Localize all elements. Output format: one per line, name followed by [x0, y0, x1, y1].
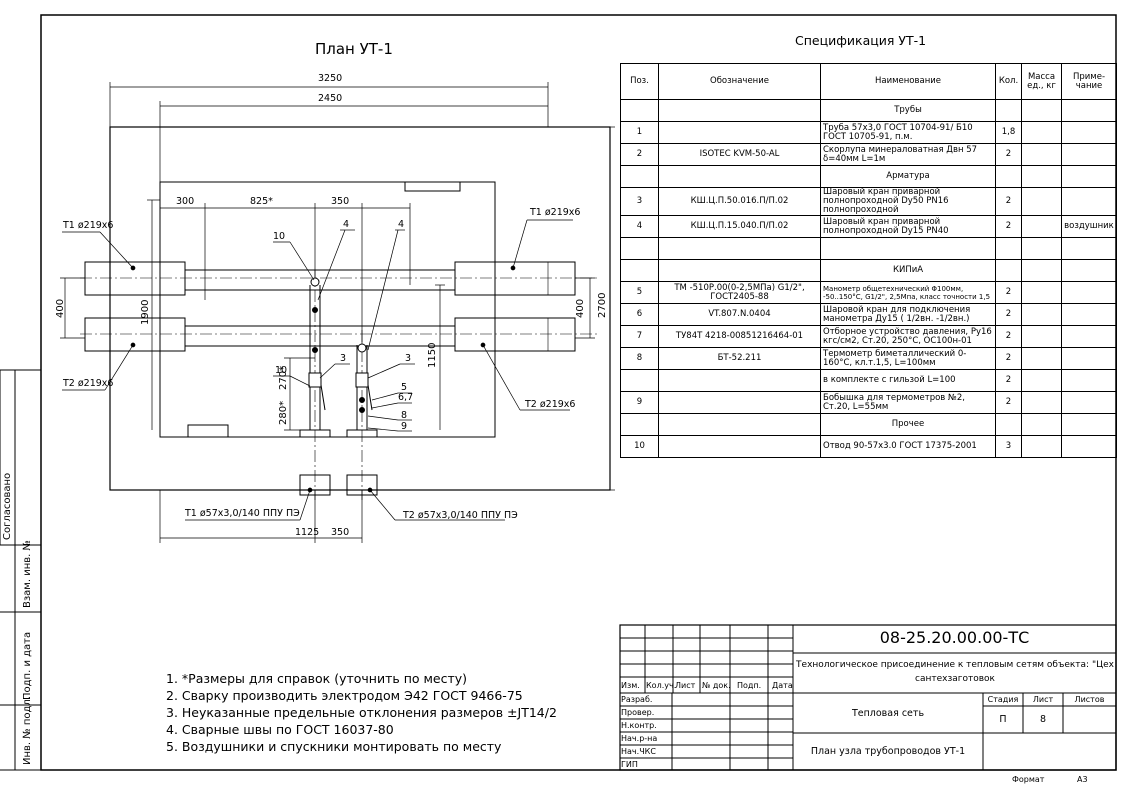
sheets-label: Листов — [1074, 695, 1105, 704]
spec-header-row: Поз. Обозначение Наименование Кол. Масса… — [620, 63, 1117, 100]
note-item: 3. Неуказанные предельные отклонения раз… — [166, 705, 557, 720]
general-notes: 1. *Размеры для справок (уточнить по мес… — [166, 670, 557, 755]
callout-3-right: 3 — [405, 353, 412, 364]
side-agreed: Согласовано — [2, 472, 13, 540]
stage-value: П — [999, 714, 1007, 725]
dim-400-left: 400 — [55, 298, 66, 318]
dim-1150: 1150 — [427, 342, 438, 368]
callout-5: 5 — [401, 382, 408, 393]
sheet-value: 8 — [1039, 714, 1047, 725]
document-code: 08-25.20.00.00-ТС — [879, 628, 1030, 647]
label-t2-left: Т2 ø219x6 — [63, 378, 114, 389]
callout-10-bottom: 10 — [275, 365, 288, 376]
col-sign: Подп. — [737, 681, 762, 690]
dim-1900: 1900 — [140, 299, 151, 325]
col-note: Приме- чание — [1061, 63, 1117, 100]
section-kipia: КИПиА — [820, 259, 996, 282]
hatch-bottom — [187, 424, 229, 438]
stage-label: Стадия — [987, 695, 1019, 704]
callout-10-top: 10 — [273, 231, 286, 242]
main-pipes — [80, 261, 600, 352]
dim-2700: 2700 — [597, 292, 608, 318]
callout-3-left: 3 — [340, 353, 347, 364]
spec-table: Поз. Обозначение Наименование Кол. Масса… — [620, 63, 1117, 458]
dimensions — [60, 82, 615, 543]
dim-400-right: 400 — [575, 298, 586, 318]
col-list: Лист — [675, 681, 696, 690]
object-name: Технологическое присоединение к тепловым… — [796, 660, 1114, 684]
col-name: Наименование — [820, 63, 996, 100]
chamber-inner-wall — [159, 181, 496, 438]
label-t1-right: Т1 ø219x6 — [530, 207, 581, 218]
role-checker: Провер. — [621, 708, 655, 717]
note-item: 4. Сварные швы по ГОСТ 16037-80 — [166, 722, 394, 737]
sheet-label: Лист — [1032, 695, 1054, 704]
col-mass: Масса ед., кг — [1021, 63, 1062, 100]
side-inv-replace: Взам. инв. № — [22, 540, 33, 608]
side-stamp — [0, 369, 41, 771]
dim-350-top: 350 — [331, 196, 350, 207]
note-item: 2. Сварку производить электродом Э42 ГОС… — [166, 688, 523, 703]
callout-4-right: 4 — [398, 219, 405, 230]
chamber-outer-wall — [109, 126, 611, 491]
label-t1-left: Т1 ø219x6 — [63, 220, 114, 231]
role-chks-head: Нач.ЧКС — [621, 747, 656, 756]
role-chief-engineer: ГИП — [621, 760, 638, 769]
role-area-head: Нач.р-на — [621, 734, 658, 743]
section-other: Прочее — [820, 413, 996, 436]
side-inv-orig: Инв. № подл. — [22, 696, 33, 765]
side-sign-date: Подп. и дата — [22, 631, 33, 700]
dim-280: 280* — [278, 400, 289, 425]
dim-350-bottom: 350 — [331, 527, 350, 538]
col-doc: № док. — [702, 681, 731, 690]
dim-2450: 2450 — [318, 93, 343, 104]
col-designation: Обозначение — [658, 63, 821, 100]
hatch-top — [404, 181, 461, 192]
callout-8: 8 — [401, 410, 408, 421]
dim-3250: 3250 — [318, 73, 343, 84]
callout-4-left: 4 — [343, 219, 350, 230]
format-label: Формат — [1012, 775, 1045, 784]
label-t2-right: Т2 ø219x6 — [525, 399, 576, 410]
plan-title: План УТ-1 — [315, 40, 393, 58]
col-qty: Кол. — [995, 63, 1022, 100]
label-t2-bottom: Т2 ø57x3,0/140 ППУ ПЭ — [403, 510, 518, 521]
col-pos: Поз. — [620, 63, 659, 100]
branch-pipes — [299, 270, 378, 500]
spec-title: Спецификация УТ-1 — [795, 33, 927, 48]
dim-300: 300 — [176, 196, 195, 207]
role-developer: Разраб. — [621, 695, 653, 704]
callout-6-7: 6,7 — [398, 392, 414, 403]
section-name: Тепловая сеть — [851, 708, 925, 719]
chamber-plan — [109, 126, 611, 491]
note-item: 1. *Размеры для справок (уточнить по мес… — [166, 671, 468, 686]
col-izm: Изм. — [621, 681, 640, 690]
label-t1-bottom: Т1 ø57x3,0/140 ППУ ПЭ — [185, 508, 300, 519]
note-item: 5. Воздушники и спускники монтировать по… — [166, 739, 502, 754]
sheet-title: План узла трубопроводов УТ-1 — [810, 746, 966, 757]
callout-9: 9 — [401, 421, 408, 432]
col-date: Дата — [772, 681, 793, 690]
section-fittings: Арматура — [820, 165, 996, 188]
dim-825: 825* — [250, 196, 273, 207]
dim-1125: 1125 — [295, 527, 320, 538]
section-pipes: Трубы — [820, 99, 996, 122]
role-norm-control: Н.контр. — [621, 721, 657, 730]
leader-lines — [62, 219, 573, 521]
format-value: А3 — [1077, 775, 1088, 784]
title-block — [619, 624, 1117, 771]
col-kol-uch: Кол.уч. — [646, 681, 677, 690]
